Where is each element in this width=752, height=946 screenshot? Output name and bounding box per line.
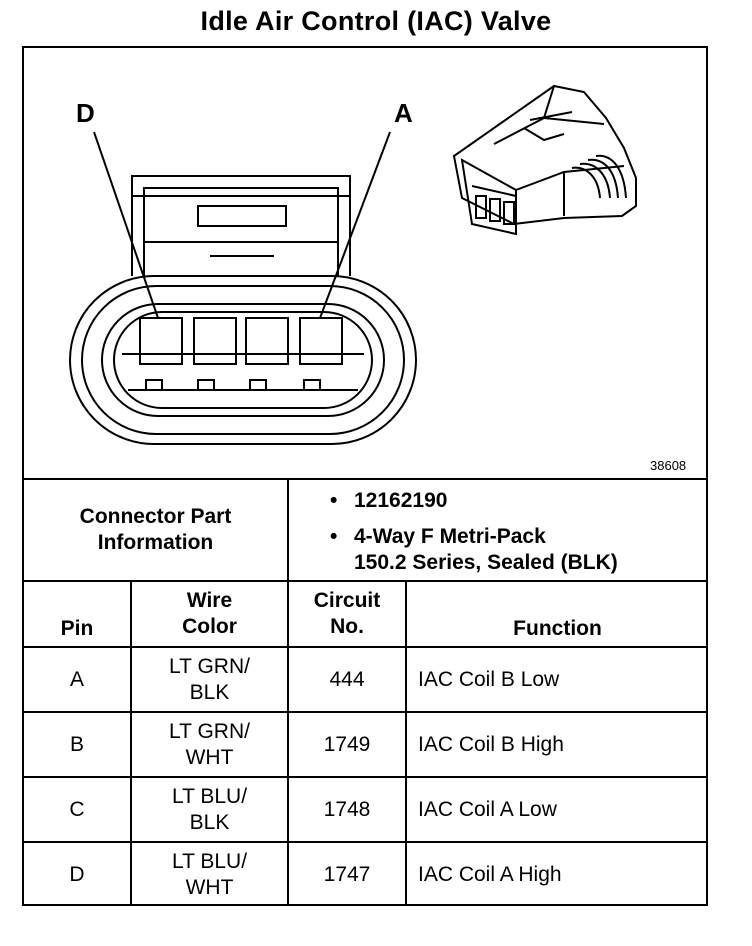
row-b-pin: B	[69, 732, 84, 756]
header-pin: Pin	[60, 617, 94, 640]
row-a-pin: A	[69, 667, 84, 691]
row-a-circuit: 444	[329, 667, 365, 691]
row-b-function: IAC Coil B High	[418, 732, 564, 756]
rule-col-circuit	[405, 580, 407, 906]
rule-header-bottom	[22, 646, 708, 648]
header-function: Function	[513, 617, 602, 640]
connector-isometric-view	[452, 84, 637, 236]
connector-info-label-line2: Information	[97, 531, 214, 554]
header-circuit-no: Circuit No.	[313, 589, 381, 638]
info-description: • 4-Way F Metri-Pack 150.2 Series, Seale…	[330, 525, 618, 574]
rule-row-b-bottom	[22, 776, 708, 778]
header-wire-color: Wire Color	[182, 589, 237, 638]
connector-info-details: • 12162190 • 4-Way F Metri-Pack 150.2 Se…	[330, 488, 700, 576]
bullet-icon: •	[330, 525, 338, 548]
pin-label-a: A	[394, 98, 413, 128]
connector-drawing: D A 38608	[69, 84, 686, 473]
row-d-function: IAC Coil A High	[418, 862, 562, 886]
row-d-pin: D	[69, 862, 85, 886]
connector-info-label-line1: Connector Part	[79, 505, 232, 528]
row-c-circuit: 1748	[323, 797, 371, 821]
row-d-wire-color: LT BLU/ WHT	[171, 849, 248, 899]
page-title: Idle Air Control (IAC) Valve	[200, 6, 552, 36]
rule-row-a-bottom	[22, 711, 708, 713]
rule-col-wire	[287, 580, 289, 906]
connector-face-view	[69, 175, 417, 445]
row-a-wire-color: LT GRN/ BLK	[169, 654, 250, 704]
diagram-frame	[22, 46, 708, 906]
rule-figure-bottom	[22, 478, 708, 480]
rule-row-c-bottom	[22, 841, 708, 843]
row-c-function: IAC Coil A Low	[418, 797, 557, 821]
rule-info-bottom	[22, 580, 708, 582]
figure-number: 38608	[650, 458, 686, 473]
bullet-icon: •	[330, 489, 338, 512]
row-d-circuit: 1747	[323, 862, 371, 886]
row-c-pin: C	[69, 797, 85, 821]
rule-info-divider	[287, 478, 289, 582]
row-a-function: IAC Coil B Low	[418, 667, 560, 691]
info-part-number: • 12162190	[330, 489, 448, 512]
row-b-circuit: 1749	[323, 732, 371, 756]
connector-figure: D A 38608	[24, 48, 706, 478]
rule-col-pin	[130, 580, 132, 906]
pin-label-d: D	[76, 98, 95, 128]
row-c-wire-color: LT BLU/ BLK	[171, 784, 248, 834]
row-b-wire-color: LT GRN/ WHT	[169, 719, 250, 769]
pin-leader-lines	[93, 131, 391, 319]
connector-info-label: Connector Part Information	[24, 480, 287, 580]
